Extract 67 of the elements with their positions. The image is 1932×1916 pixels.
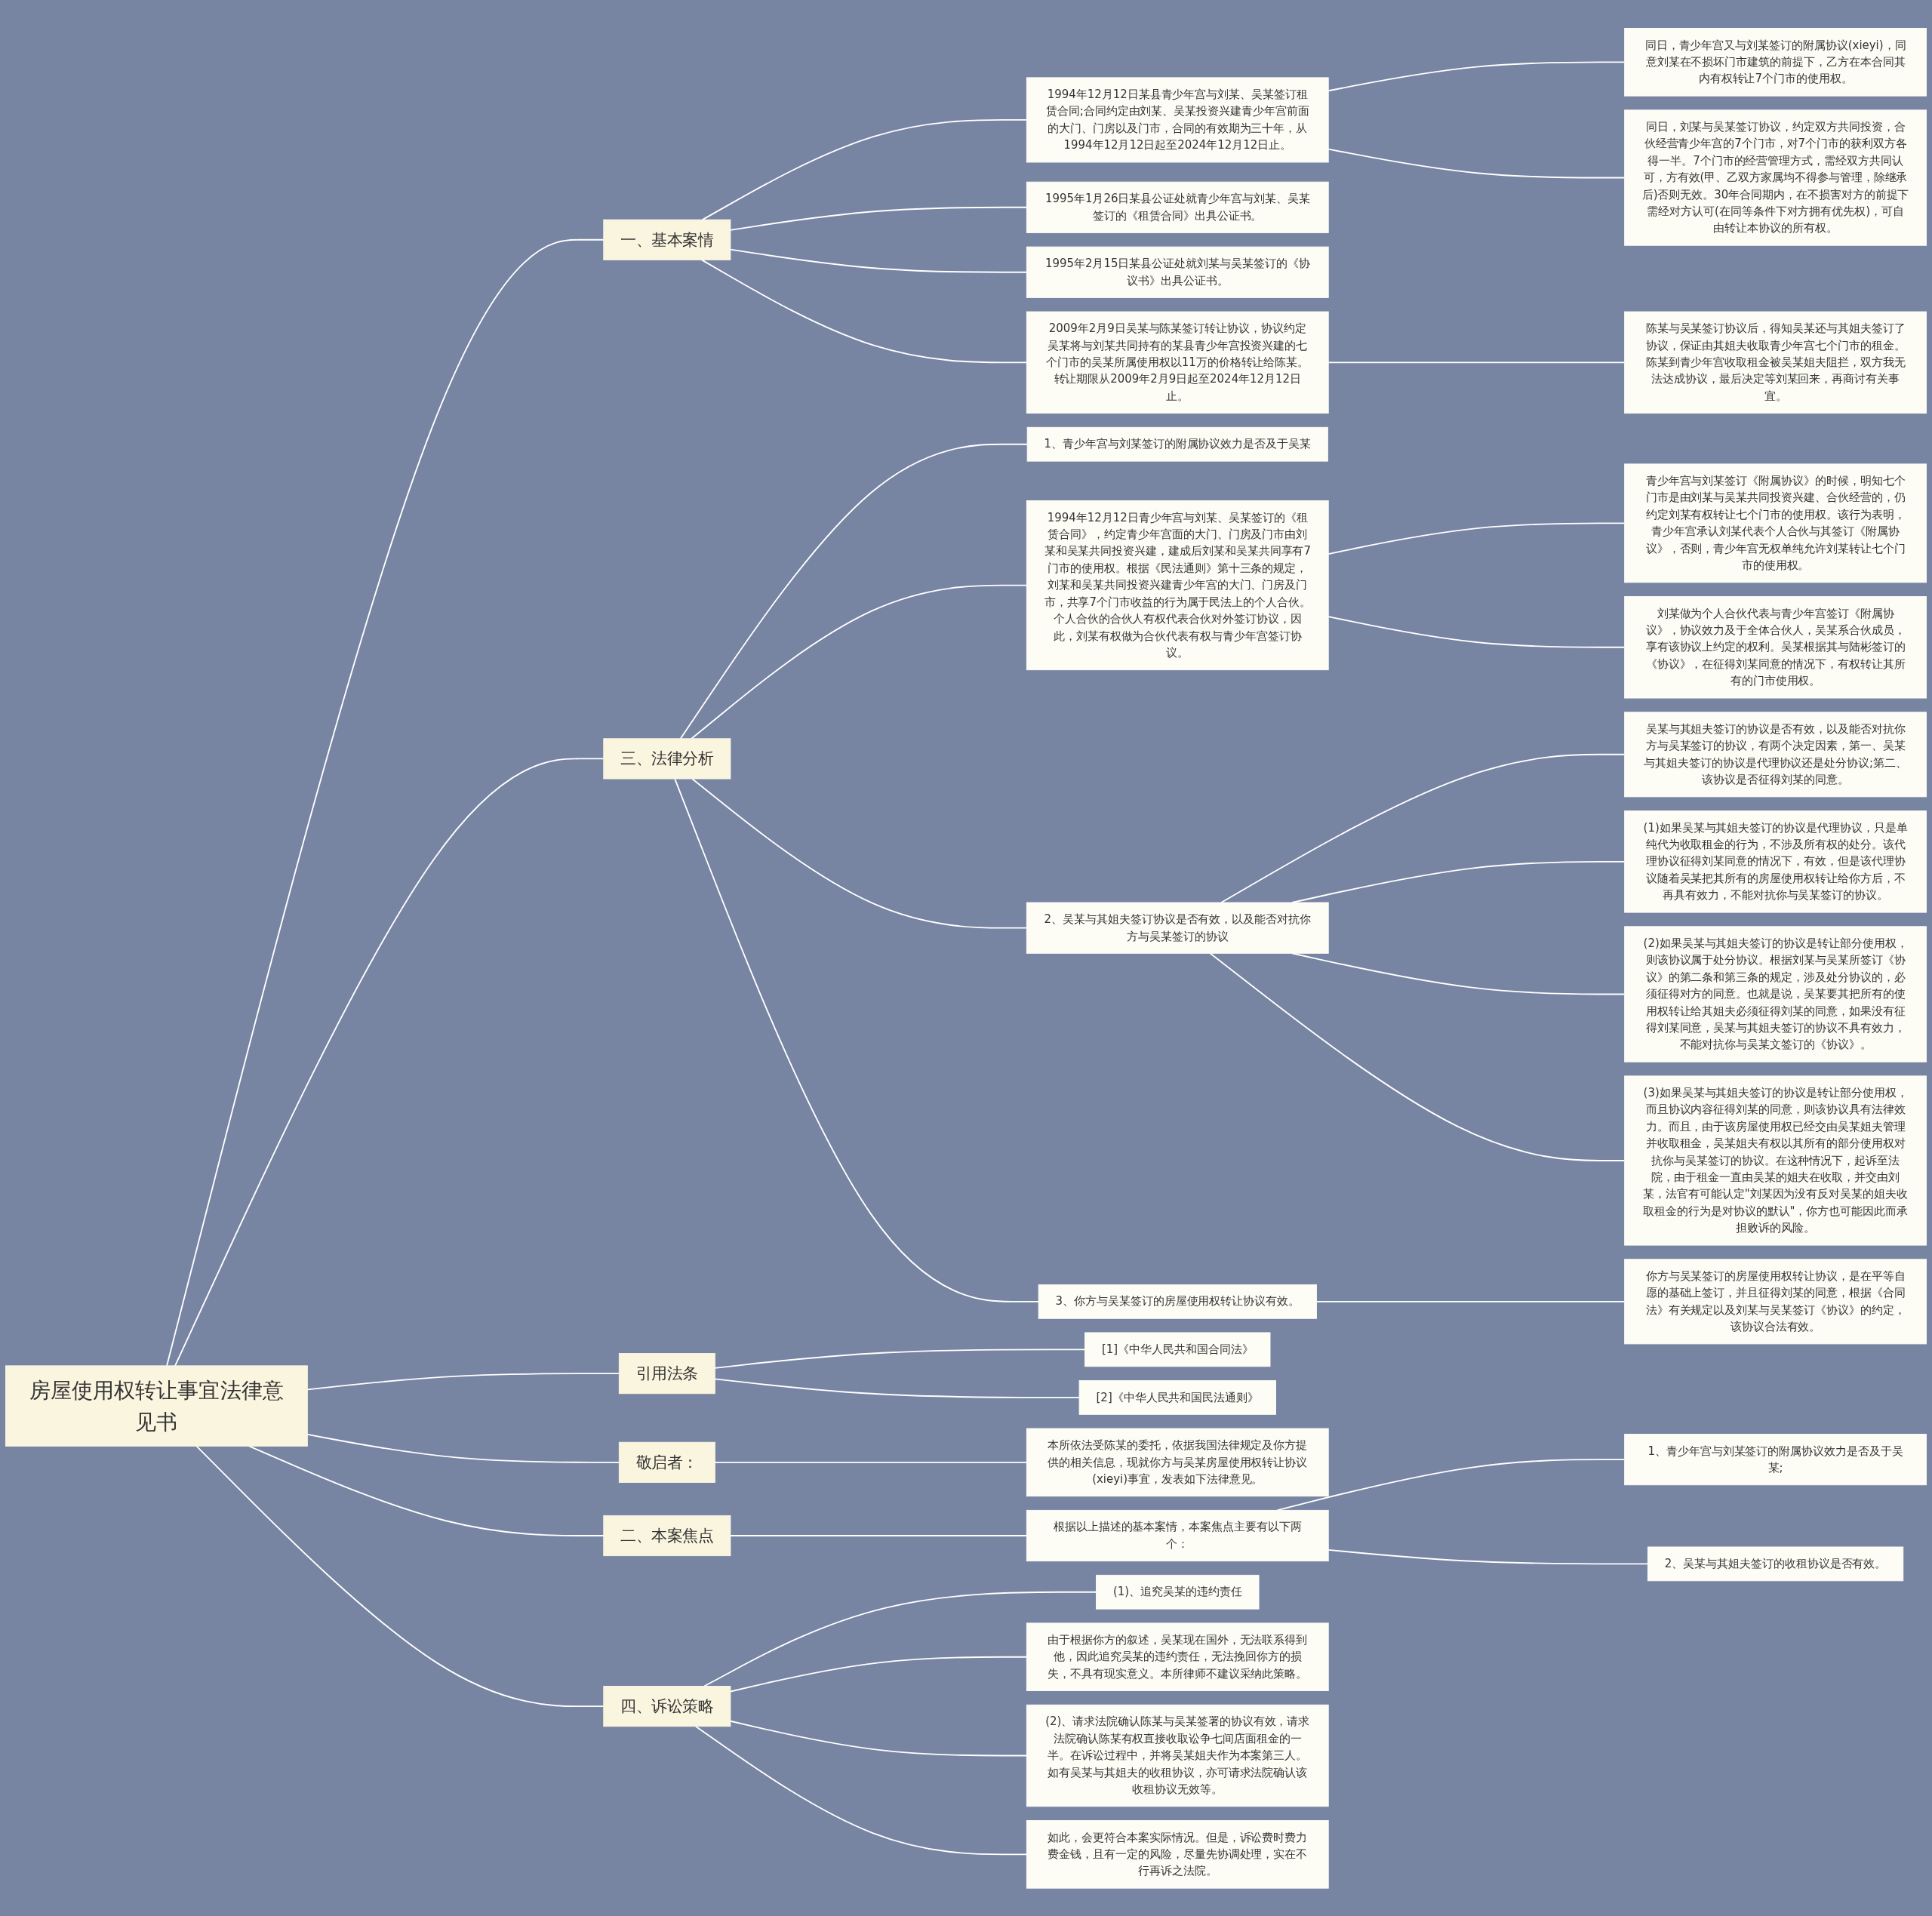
node-box: 1994年12月12日青少年宫与刘某、吴某签订的《租赁合同》，约定青少年宫面的大门、门房及门市由刘某和吴某共同投资兴建，建成后刘某和吴某共同享有7门市的使用权。根据《民法通则》第十三条的规定，刘某和吴某共同投资兴建青少年宫的大门、门房及门市，共享7个门市收益的行为属于民法上的个人合伙。个人合伙的合伙人有权代表合伙对外签订协议，因此，刘某有权做为合伙代表有权与青少年宫签订协议。 [1026, 500, 1329, 670]
node-box: 1995年1月26日某县公证处就青少年宫与刘某、吴某签订的《租赁合同》出具公证书。 [1026, 181, 1329, 233]
node-box: 刘某做为个人合伙代表与青少年宫签订《附属协议》，协议效力及于全体合伙人，吴某系合伙成员，享有该协议上约定的权利。吴某根据其与陆彬签订的《协议》，在征得刘某同意的情况下，有权转让其所有的门市使用权。 [1624, 595, 1927, 699]
node-box: 本所依法受陈某的委托，依据我国法律规定及你方提供的相关信息，现就你方与吴某房屋使用权转让协议(xieyi)事宜，发表如下法律意见。 [1026, 1428, 1329, 1496]
node-box: 1、青少年宫与刘某签订的附属协议效力是否及于吴某; [1624, 1433, 1927, 1485]
node-box: 2、吴某与其姐夫签订的收租协议是否有效。 [1647, 1546, 1904, 1581]
node-box: 引用法条 [618, 1352, 715, 1394]
node-box: 同日，刘某与吴某签订协议，约定双方共同投资，合伙经营青少年宫的7个门市，对7个门市的获利双方各得一半。7个门市的经营管理方式，需经双方共同认可，方有效(甲、乙双方家属均不得参与管理，除继承后)否则无效。30年合同期内，在不损害对方的前提下需经对方认可(在同等条件下对方拥有优先权)，可自由转让本协议的所有权。 [1624, 109, 1927, 246]
node-box: [2]《中华人民共和国民法通则》 [1078, 1379, 1276, 1415]
connector [730, 206, 1028, 231]
connector [714, 1461, 1028, 1463]
node-box: (2)如果吴某与其姐夫签订的协议是转让部分使用权，则该协议属于处分协议。根据刘某与吴某所签订《协议》的第二条和第三条的规定，涉及处分协议的，必须征得对方的同意。也就是说，吴某要其把所有的使用权转让给其姐夫必须征得刘某的同意，如果没有征得刘某同意，吴某与其姐夫签订的协议不具有效力，不能对抗你与吴某文签订的《协议》。 [1624, 926, 1927, 1063]
connector [714, 1349, 1086, 1369]
connector [1327, 61, 1626, 91]
node-box: 吴某与其姐夫签订的协议是否有效，以及能否对抗你方与吴某签订的协议，有两个决定因素，第一、吴某与其姐夫签订的协议是代理协议还是处分协议;第二、该协议是否征得刘某的同意。 [1624, 711, 1927, 797]
node-box: 2、吴某与其姐夫签订协议是否有效，以及能否对抗你方与吴某签订的协议 [1026, 902, 1329, 954]
node-box: 2009年2月9日吴某与陈某签订转让协议，协议约定吴某将与刘某共同持有的某县青少年宫投资兴建的七个门市的吴某所属使用权以11万的价格转让给陈某。转让期限从2009年2月9日起至2024年12月12日止。 [1026, 311, 1329, 414]
node-box: (2)、请求法院确认陈某与吴某签署的协议有效，请求法院确认陈某有权直接收取讼争七间店面租金的一半。在诉讼过程中，并将吴某姐夫作为本案第三人。如有吴某与其姐夫的收租协议，亦可请求法院确认该收租协议无效等。 [1026, 1704, 1329, 1807]
connector [1327, 522, 1626, 555]
node-box: 二、本案焦点 [603, 1515, 731, 1556]
connector [306, 1433, 620, 1463]
node-box: 如此，会更符合本案实际情况。但是，诉讼费时费力费金钱，且有一定的风险，尽量先协调处理，实在不行再诉之法院。 [1026, 1819, 1329, 1889]
connector [679, 443, 1029, 740]
connector [1209, 952, 1626, 1161]
connector [1291, 952, 1626, 995]
connector [730, 1656, 1028, 1693]
node-box: (3)如果吴某与其姐夫签订的协议是转让部分使用权，而且协议内容征得刘某的同意，则该协议具有法律效力。而且，由于该房屋使用权已经交由吴某姐夫管理并收取租金，吴某姐夫有权以其所有的部分使用权对抗你与吴某签订的协议。在这种情况下，起诉至法院，由于租金一直由吴某的姐夫在收取，并交由刘某，法官有可能认定"刘某因为没有反对吴某的姐夫收取租金的行为是对协议的默认"，你方也可能因此而承担败诉的风险。 [1624, 1075, 1927, 1246]
connector [691, 584, 1028, 740]
node-box: (1)、追究吴某的违约责任 [1096, 1574, 1260, 1610]
connector [1327, 148, 1626, 179]
connector [694, 1725, 1028, 1855]
node-box: 青少年宫与刘某签订《附属协议》的时候，明知七个门市是由刘某与吴某共同投资兴建、合伙经营的，仍约定刘某有权转让七个门市的使用权。该行为表明，青少年宫承认刘某代表个人合伙与其签订《附属协议》，否则，青少年宫无权单纯允许刘某转让七个门市的使用权。 [1624, 463, 1927, 583]
connector [174, 758, 605, 1367]
connector [166, 238, 605, 1367]
node-box: 1994年12月12日某县青少年宫与刘某、吴某签订租赁合同;合同约定由刘某、吴某投资兴建青少年宫前面的大门、门房以及门市，合同的有效期为三十年，从1994年12月12日起至2024年12月12日止。 [1026, 77, 1329, 163]
node-box: 根据以上描述的基本案情，本案焦点主要有以下两个： [1026, 1509, 1329, 1561]
node-box: 四、诉讼策略 [603, 1685, 731, 1727]
node-box: 由于根据你方的叙述，吴某现在国外，无法联系得到他，因此追究吴某的违约责任，无法挽回你方的损失，不具有现实意义。本所律师不建议采纳此策略。 [1026, 1622, 1329, 1691]
node-box: 3、你方与吴某签订的房屋使用权转让协议有效。 [1038, 1284, 1317, 1319]
connector [730, 1534, 1028, 1536]
connector [306, 1372, 620, 1390]
connector [1315, 1300, 1626, 1302]
connector [1327, 1548, 1649, 1564]
node-box: 你方与吴某签订的房屋使用权转让协议，是在平等自愿的基础上签订，并且征得刘某的同意，根据《合同法》有关规定以及刘某与吴某签订《协议》的约定，该协议合法有效。 [1624, 1258, 1927, 1345]
node-box: 三、法律分析 [603, 738, 731, 780]
connector [703, 1591, 1097, 1687]
connector [1220, 753, 1626, 903]
node-box: 同日，青少年宫又与刘某签订的附属协议(xieyi)，同意刘某在不损坏门市建筑的前提下，乙方在本合同其内有权转让7个门市的使用权。 [1624, 27, 1927, 97]
connector [1276, 1458, 1626, 1511]
node-box: (1)如果吴某与其姐夫签订的协议是代理协议，只是单纯代为收取租金的行为，不涉及所有权的处分。该代理协议征得刘某同意的情况下，有效，但是该代理协议随着吴某把其所有的房屋使用权转让给你方后，不再具有效力，不能对抗你与吴某签订的协议。 [1624, 810, 1927, 913]
connector [730, 1720, 1028, 1757]
connector [1327, 615, 1626, 648]
node-box: 敬启者： [618, 1441, 715, 1483]
connector [674, 777, 1040, 1302]
connector [1327, 361, 1626, 363]
connector [700, 259, 1028, 363]
connector [195, 1445, 605, 1707]
node-box: 1、青少年宫与刘某签订的附属协议效力是否及于吴某 [1026, 426, 1328, 462]
node-box: 陈某与吴某签订协议后，得知吴某还与其姐夫签订了协议，保证由其姐夫收取青少年宫七个门市的租金。陈某到青少年宫收取租金被吴某姐夫阻拦，双方我无法达成协议，最后决定等刘某回来，再商讨有关事宜。 [1624, 311, 1927, 414]
node-box: 一、基本案情 [603, 219, 731, 260]
connector [730, 248, 1028, 273]
node-box: 房屋使用权转让事宜法律意见书 [5, 1365, 308, 1447]
node-box: 1995年2月15日某县公证处就刘某与吴某签订的《协议书》出具公证书。 [1026, 246, 1329, 298]
connector [714, 1378, 1081, 1398]
connector [248, 1445, 605, 1536]
connector [691, 777, 1028, 929]
node-box: [1]《中华人民共和国合同法》 [1084, 1332, 1271, 1367]
